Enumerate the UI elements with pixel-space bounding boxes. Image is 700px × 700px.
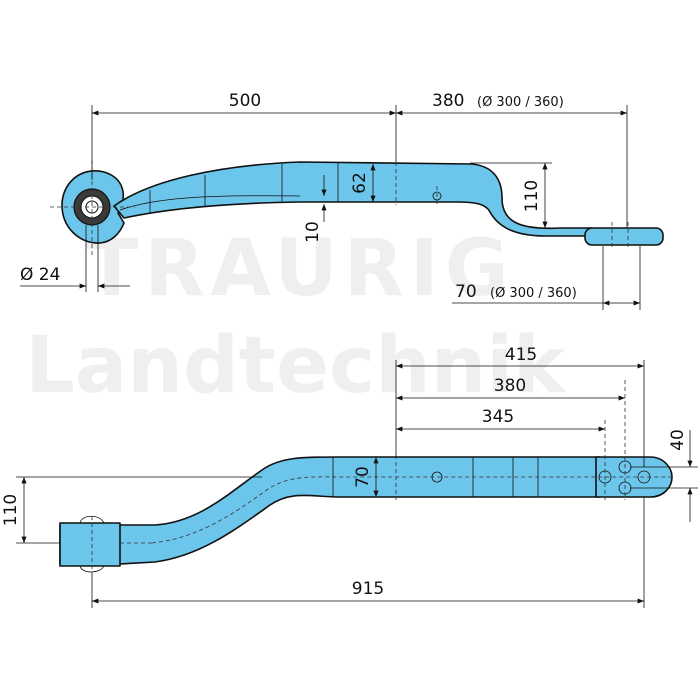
dim-note-70-end: (Ø 300 / 360) bbox=[490, 286, 577, 301]
dim-label-915: 915 bbox=[352, 579, 384, 599]
dim-label-500: 500 bbox=[229, 91, 261, 111]
spring-end-plate bbox=[584, 227, 664, 246]
dim-label-70-end: 70 bbox=[455, 282, 477, 302]
dim-label-380-plan: 380 bbox=[494, 376, 526, 396]
eye-clip-top bbox=[79, 515, 105, 524]
watermark-line1: TRAURIG bbox=[85, 224, 515, 314]
dim-label-d24: Ø 24 bbox=[20, 265, 60, 285]
plan-centerline-curve bbox=[151, 476, 672, 544]
eye-clip-bottom bbox=[79, 565, 105, 573]
watermark: TRAURIG Landtechnik bbox=[25, 224, 567, 411]
dim-label-415: 415 bbox=[505, 345, 537, 365]
dim-label-10: 10 bbox=[303, 221, 323, 243]
plan-center-hole bbox=[431, 471, 443, 483]
spring-plan-eye bbox=[59, 522, 121, 567]
top-view: 500 380 (Ø 300 / 360) 62 110 10 Ø 24 70 … bbox=[20, 91, 664, 310]
dim-label-110: 110 bbox=[522, 180, 542, 212]
spring-plan-body bbox=[59, 456, 601, 565]
dim-note-380: (Ø 300 / 360) bbox=[477, 95, 564, 110]
dim-label-70-width: 70 bbox=[353, 466, 373, 488]
dim-label-380: 380 bbox=[432, 91, 464, 111]
secondary-leaf-line bbox=[119, 195, 301, 211]
dim-label-345: 345 bbox=[482, 407, 514, 427]
dim-label-40: 40 bbox=[668, 429, 688, 451]
dim-label-62: 62 bbox=[350, 172, 370, 194]
bottom-view: 415 380 345 70 40 110 915 bbox=[1, 345, 698, 608]
plan-bolt-hole bbox=[637, 470, 651, 484]
dim-label-110-plan: 110 bbox=[1, 494, 21, 526]
